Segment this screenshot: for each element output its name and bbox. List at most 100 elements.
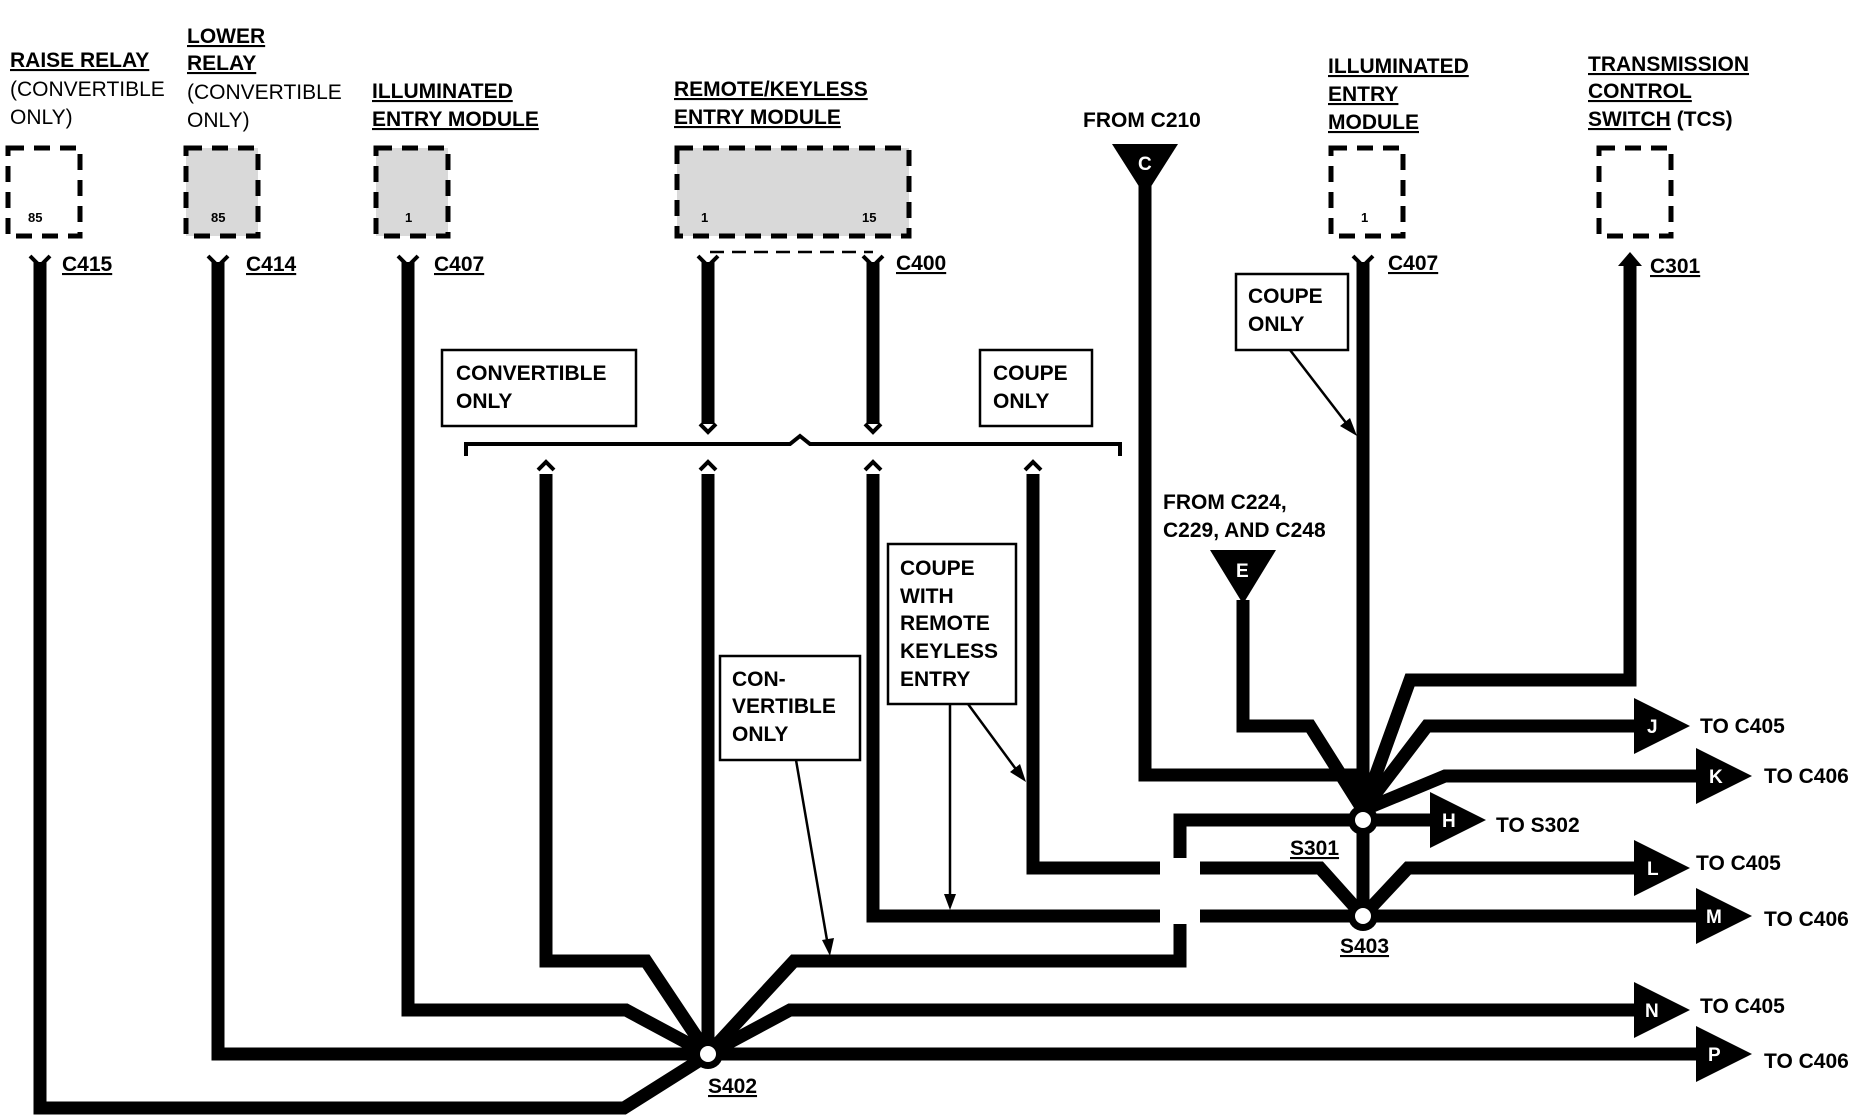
transmission-control-switch-box (1596, 145, 1674, 239)
svg-text:CON-: CON- (732, 668, 786, 691)
svg-text:E: E (1236, 561, 1249, 582)
wires (33, 185, 1700, 1115)
svg-text:S301: S301 (1290, 837, 1339, 860)
remote-keyless-entry-module-label: REMOTE/KEYLESS ENTRY MODULE (674, 78, 868, 129)
rke-pin-1: 1 (701, 210, 708, 225)
svg-text:TO C405: TO C405 (1700, 715, 1785, 738)
illuminated-entry-module-right-label: ILLUMINATED ENTRY MODULE (1328, 55, 1469, 134)
svg-text:TO S302: TO S302 (1496, 814, 1580, 837)
tcs-switch-word: SWITCH (1588, 108, 1671, 131)
svg-text:WITH: WITH (900, 585, 954, 608)
note-coupe-only-right: COUPE ONLY (1234, 272, 1350, 352)
wire-to-k (1360, 769, 1700, 817)
svg-text:COUPE: COUPE (1248, 285, 1323, 308)
output-l: L TO C405 (1634, 840, 1781, 896)
svg-text:FROM C224,: FROM C224, (1163, 491, 1287, 514)
svg-text:ONLY: ONLY (732, 723, 788, 746)
svg-text:CONVERTIBLE: CONVERTIBLE (456, 362, 607, 385)
svg-text:M: M (1706, 907, 1722, 928)
iem-right-pin: 1 (1361, 210, 1368, 225)
svg-text:C229, AND C248: C229, AND C248 (1163, 519, 1326, 542)
svg-text:C: C (1138, 154, 1152, 175)
wire-s403-left (1200, 861, 1368, 921)
connector-c415: C415 (62, 253, 113, 276)
note-coupe-only-mid: COUPE ONLY (978, 348, 1094, 428)
raise-relay-pin: 85 (28, 210, 42, 225)
svg-text:CONTROL: CONTROL (1588, 80, 1692, 103)
note-leaders (794, 349, 1357, 956)
svg-text:TO C406: TO C406 (1764, 765, 1849, 788)
output-j: J TO C405 (1634, 698, 1785, 754)
svg-text:TO C406: TO C406 (1764, 908, 1849, 931)
svg-text:COUPE: COUPE (900, 557, 975, 580)
terminal-hooks (28, 252, 1642, 269)
lower-relay-box: 85 (183, 145, 261, 239)
svg-text:RAISE RELAY: RAISE RELAY (10, 49, 149, 72)
svg-text:ENTRY: ENTRY (900, 668, 970, 691)
splice-s301: S301 (1290, 805, 1378, 860)
svg-text:REMOTE: REMOTE (900, 612, 990, 635)
svg-text:TO C405: TO C405 (1700, 995, 1785, 1018)
svg-text:RELAY: RELAY (187, 52, 256, 75)
svg-text:ONLY: ONLY (993, 390, 1049, 413)
output-m: M TO C406 (1696, 888, 1849, 944)
svg-text:ONLY: ONLY (1248, 313, 1304, 336)
svg-text:TRANSMISSION: TRANSMISSION (1588, 53, 1749, 76)
wire-convertible-a (539, 474, 714, 1058)
lower-relay-pin: 85 (211, 210, 225, 225)
svg-text:SWITCH (TCS): SWITCH (TCS) (1588, 108, 1733, 131)
wire-s402-to-s301 (703, 813, 1363, 1059)
output-n: N TO C405 (1634, 982, 1785, 1038)
illuminated-entry-module-right-box: 1 (1328, 145, 1406, 239)
wire-coupe-rke (866, 474, 1160, 923)
svg-text:MODULE: MODULE (1328, 111, 1419, 134)
iem-left-pin: 1 (405, 210, 412, 225)
svg-text:H: H (1442, 811, 1456, 832)
svg-text:(CONVERTIBLE: (CONVERTIBLE (10, 78, 165, 101)
transmission-control-switch-label: TRANSMISSION CONTROL SWITCH (TCS) (1588, 53, 1749, 131)
from-c210-label: FROM C210 (1083, 109, 1201, 132)
svg-text:J: J (1647, 717, 1658, 738)
connector-c407-right: C407 (1388, 252, 1438, 275)
connector-c400: C400 (896, 252, 946, 275)
output-h: H TO S302 (1430, 792, 1580, 848)
illuminated-entry-module-left-label: ILLUMINATED ENTRY MODULE (372, 80, 539, 131)
wire-from-e (1236, 600, 1369, 814)
wire-c407-left (401, 262, 712, 1060)
svg-text:TO C405: TO C405 (1696, 852, 1781, 875)
svg-text:VERTIBLE: VERTIBLE (732, 695, 836, 718)
from-connector-e: E (1210, 550, 1276, 604)
svg-text:ILLUMINATED: ILLUMINATED (372, 80, 513, 103)
lower-relay-label: LOWER RELAY (CONVERTIBLE ONLY) (187, 25, 342, 132)
wire-coupe (1026, 474, 1160, 875)
raise-relay-label: RAISE RELAY (CONVERTIBLE ONLY) (10, 49, 165, 129)
svg-text:KEYLESS: KEYLESS (900, 640, 998, 663)
rke-pin-15: 15 (862, 210, 876, 225)
splice-s402: S402 (693, 1039, 757, 1098)
output-k: K TO C406 (1696, 748, 1849, 804)
svg-text:ENTRY MODULE: ENTRY MODULE (674, 106, 841, 129)
svg-text:ENTRY: ENTRY (1328, 83, 1398, 106)
svg-text:S403: S403 (1340, 935, 1389, 958)
note-coupe-with-rke: COUPE WITH REMOTE KEYLESS ENTRY (886, 542, 1018, 706)
svg-text:P: P (1708, 1045, 1721, 1066)
svg-text:TO C406: TO C406 (1764, 1050, 1849, 1073)
connector-c414: C414 (246, 253, 297, 276)
svg-text:COUPE: COUPE (993, 362, 1068, 385)
wire-c414 (211, 262, 708, 1061)
svg-text:K: K (1709, 767, 1723, 788)
svg-text:FROM C210: FROM C210 (1083, 109, 1201, 132)
wire-c301 (1356, 262, 1637, 813)
from-connector-c: C (1112, 144, 1178, 196)
connector-c407-left: C407 (434, 253, 484, 276)
svg-text:ILLUMINATED: ILLUMINATED (1328, 55, 1469, 78)
svg-text:N: N (1645, 1001, 1659, 1022)
svg-text:ONLY): ONLY) (10, 106, 73, 129)
connector-c301: C301 (1650, 255, 1701, 278)
option-bracket (464, 422, 1122, 472)
remote-keyless-entry-module-box: 1 15 (674, 145, 912, 254)
raise-relay-box: 85 (5, 145, 83, 239)
splice-s403: S403 (1340, 901, 1389, 958)
svg-text:L: L (1647, 859, 1659, 880)
